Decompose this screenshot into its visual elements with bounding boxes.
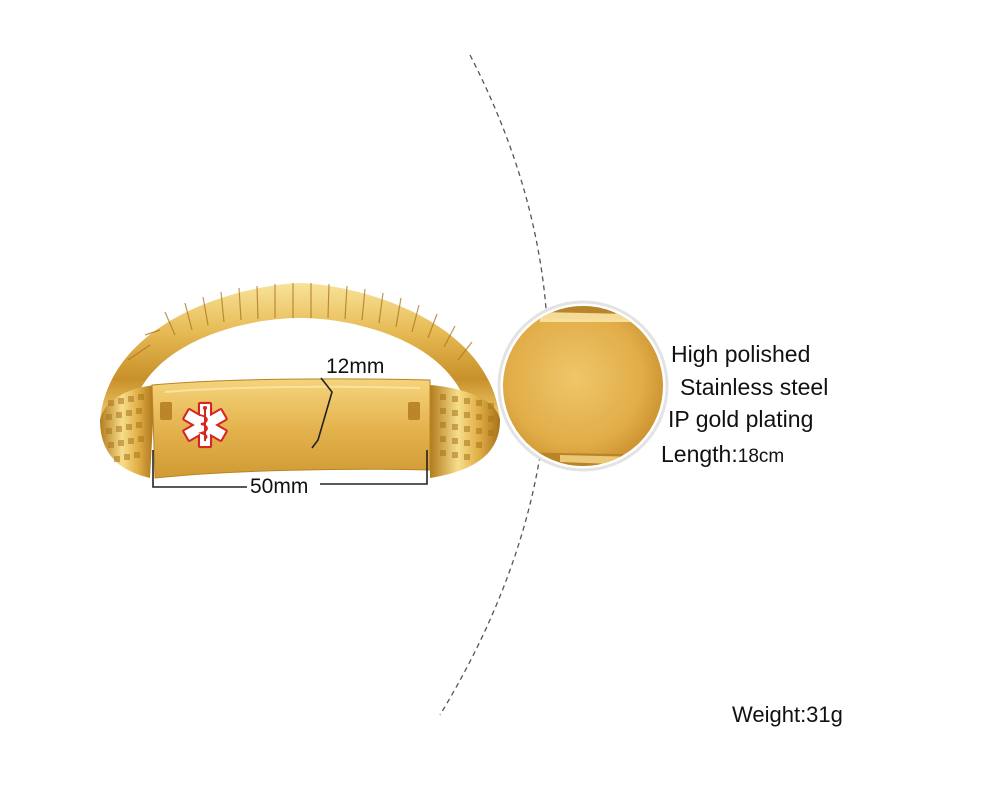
height-dimension-line [311, 377, 333, 449]
bracelet-band-back [100, 283, 500, 420]
length-prefix: Length: [661, 441, 738, 467]
width-dimension-label: 50mm [250, 475, 309, 498]
spec-material: Stainless steel [680, 374, 829, 400]
spec-plating: IP gold plating [668, 406, 814, 432]
bracelet-band-front-left [100, 385, 155, 478]
spec-length: Length:18cm [661, 441, 785, 467]
dimension-lines [152, 377, 428, 488]
height-dimension-label: 12mm [326, 355, 385, 378]
id-plate [151, 378, 431, 479]
length-value: 18cm [737, 446, 785, 467]
plate-clasp-left [160, 402, 172, 420]
spec-weight: Weight:31g [732, 702, 843, 727]
width-dimension-line [152, 450, 247, 488]
zoom-detail-circle [497, 300, 669, 472]
bracelet-band-front-right [430, 385, 500, 478]
spec-finish: High polished [671, 341, 811, 367]
star-of-life-icon [182, 401, 228, 449]
